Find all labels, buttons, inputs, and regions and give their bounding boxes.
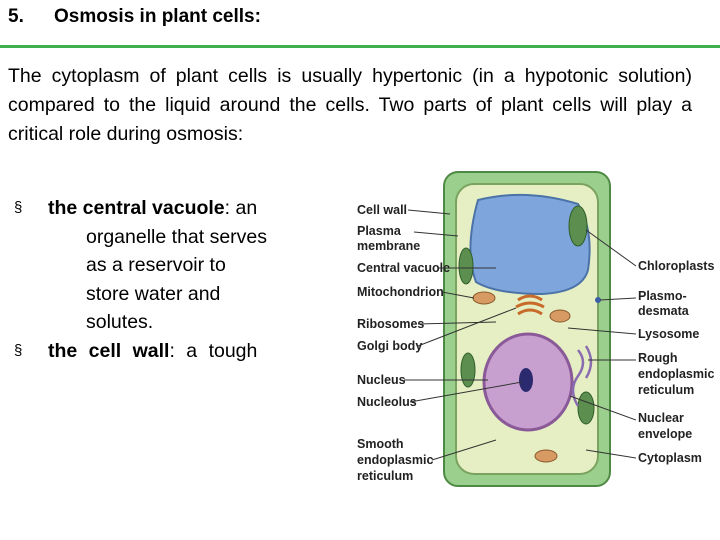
rough-er-shape: [571, 345, 593, 407]
label-membrane: membrane: [357, 239, 420, 253]
leader-lines: [404, 209, 637, 461]
label-cell-wall: Cell wall: [357, 203, 407, 217]
label-reticulum: reticulum: [357, 469, 413, 483]
chloroplast-shape: [460, 352, 476, 388]
mitochondrion-shape: [549, 309, 571, 323]
label-nucleolus: Nucleolus: [357, 395, 417, 409]
diagram-labels-left: Cell wall Plasma membrane Central vacuol…: [357, 203, 450, 483]
label-nuclear: Nuclear: [638, 411, 684, 425]
mitochondrion-shape: [472, 291, 496, 305]
bullet-marker-icon: §: [14, 199, 23, 216]
bullet-line: store water and: [86, 282, 221, 305]
label-plasmo: Plasmo-: [638, 289, 687, 303]
label-lysosome: Lysosome: [638, 327, 699, 341]
chloroplast-shape: [568, 205, 588, 247]
label-mitochondrion: Mitochondrion: [357, 285, 444, 299]
title-text: Osmosis in plant cells:: [54, 6, 261, 27]
bullet-line: as a reservoir to: [86, 254, 226, 276]
mitochondrion-shape: [534, 449, 558, 463]
bullet-list: § the central vacuole: an organelle that…: [8, 194, 314, 365]
label-rough: Rough: [638, 351, 678, 365]
plasmodesma-shape: [595, 297, 601, 303]
plant-cell-diagram: Cell wall Plasma membrane Central vacuol…: [357, 171, 714, 487]
intro-paragraph: The cytoplasm of plant cells is usually …: [8, 65, 692, 145]
label-smooth: Smooth: [357, 437, 404, 451]
chloroplast-shape: [577, 391, 595, 425]
label-ribosomes: Ribosomes: [357, 317, 424, 331]
bullet-lead: the central vacuole: [48, 197, 225, 219]
label-envelope: envelope: [638, 427, 692, 441]
title-number: 5.: [8, 6, 24, 27]
slide-title: 5. Osmosis in plant cells:: [8, 6, 261, 28]
chloroplast-shape: [458, 247, 474, 285]
bullet-marker-icon: §: [14, 341, 23, 359]
bullet-item-cell-wall: § the cell wall: a tough: [8, 337, 314, 366]
bullet-line: organelle that serves: [86, 225, 268, 248]
label-central-vacuole: Central vacuole: [357, 261, 450, 275]
diagram-labels-right: Chloroplasts Plasmo- desmata Lysosome Ro…: [638, 259, 714, 465]
bullet-item-vacuole: § the central vacuole: an organelle that…: [8, 194, 314, 337]
label-nucleus: Nucleus: [357, 373, 406, 387]
label-rough-endoplasmic: endoplasmic: [638, 367, 714, 381]
nucleolus-shape: [519, 368, 533, 392]
label-golgi-body: Golgi body: [357, 339, 422, 353]
title-divider: [0, 45, 720, 48]
label-plasma: Plasma: [357, 224, 402, 238]
golgi-body-shape: [515, 294, 545, 316]
label-endoplasmic: endoplasmic: [357, 453, 433, 467]
label-cytoplasm: Cytoplasm: [638, 451, 702, 465]
bullet-line: solutes.: [86, 311, 154, 333]
label-desmata: desmata: [638, 304, 690, 318]
central-vacuole-shape: [469, 193, 591, 296]
bullet-line: : an: [224, 197, 258, 219]
bullet-lead: the cell wall: [48, 339, 170, 362]
bullet-line: : a tough: [169, 339, 258, 362]
label-chloroplasts: Chloroplasts: [638, 259, 714, 273]
label-rough-reticulum: reticulum: [638, 383, 694, 397]
